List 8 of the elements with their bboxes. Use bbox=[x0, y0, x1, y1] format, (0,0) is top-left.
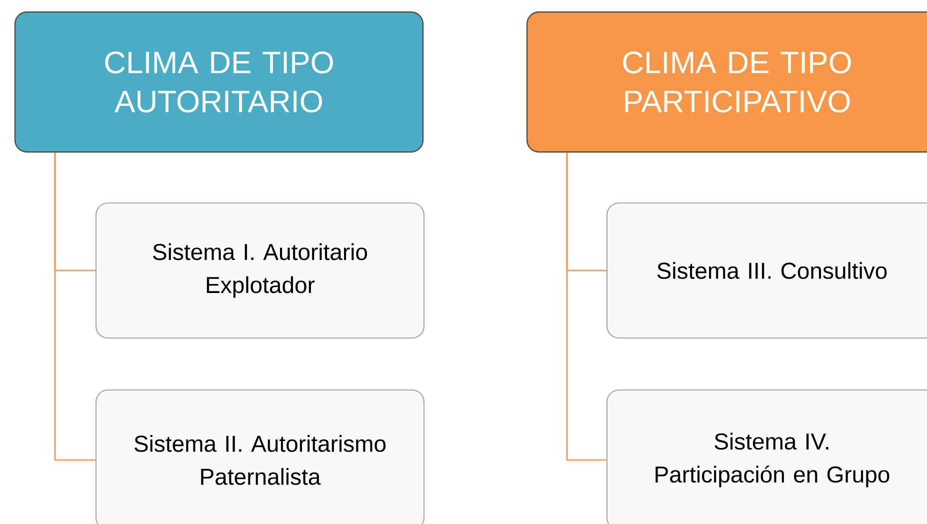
item-box: Sistema II. Autoritarismo Paternalista bbox=[96, 390, 424, 524]
item-box: Sistema III. Consultivo bbox=[606, 202, 927, 338]
item-box: Sistema I. Autoritario Explotador bbox=[96, 202, 424, 338]
connector-line bbox=[54, 152, 96, 461]
connector-line bbox=[566, 152, 607, 461]
header-box: CLIMA DE TIPO PARTICIPATIVO bbox=[526, 11, 927, 153]
header-box: CLIMA DE TIPO AUTORITARIO bbox=[14, 11, 424, 153]
item-box: Sistema IV. Participación en Grupo bbox=[606, 390, 927, 524]
